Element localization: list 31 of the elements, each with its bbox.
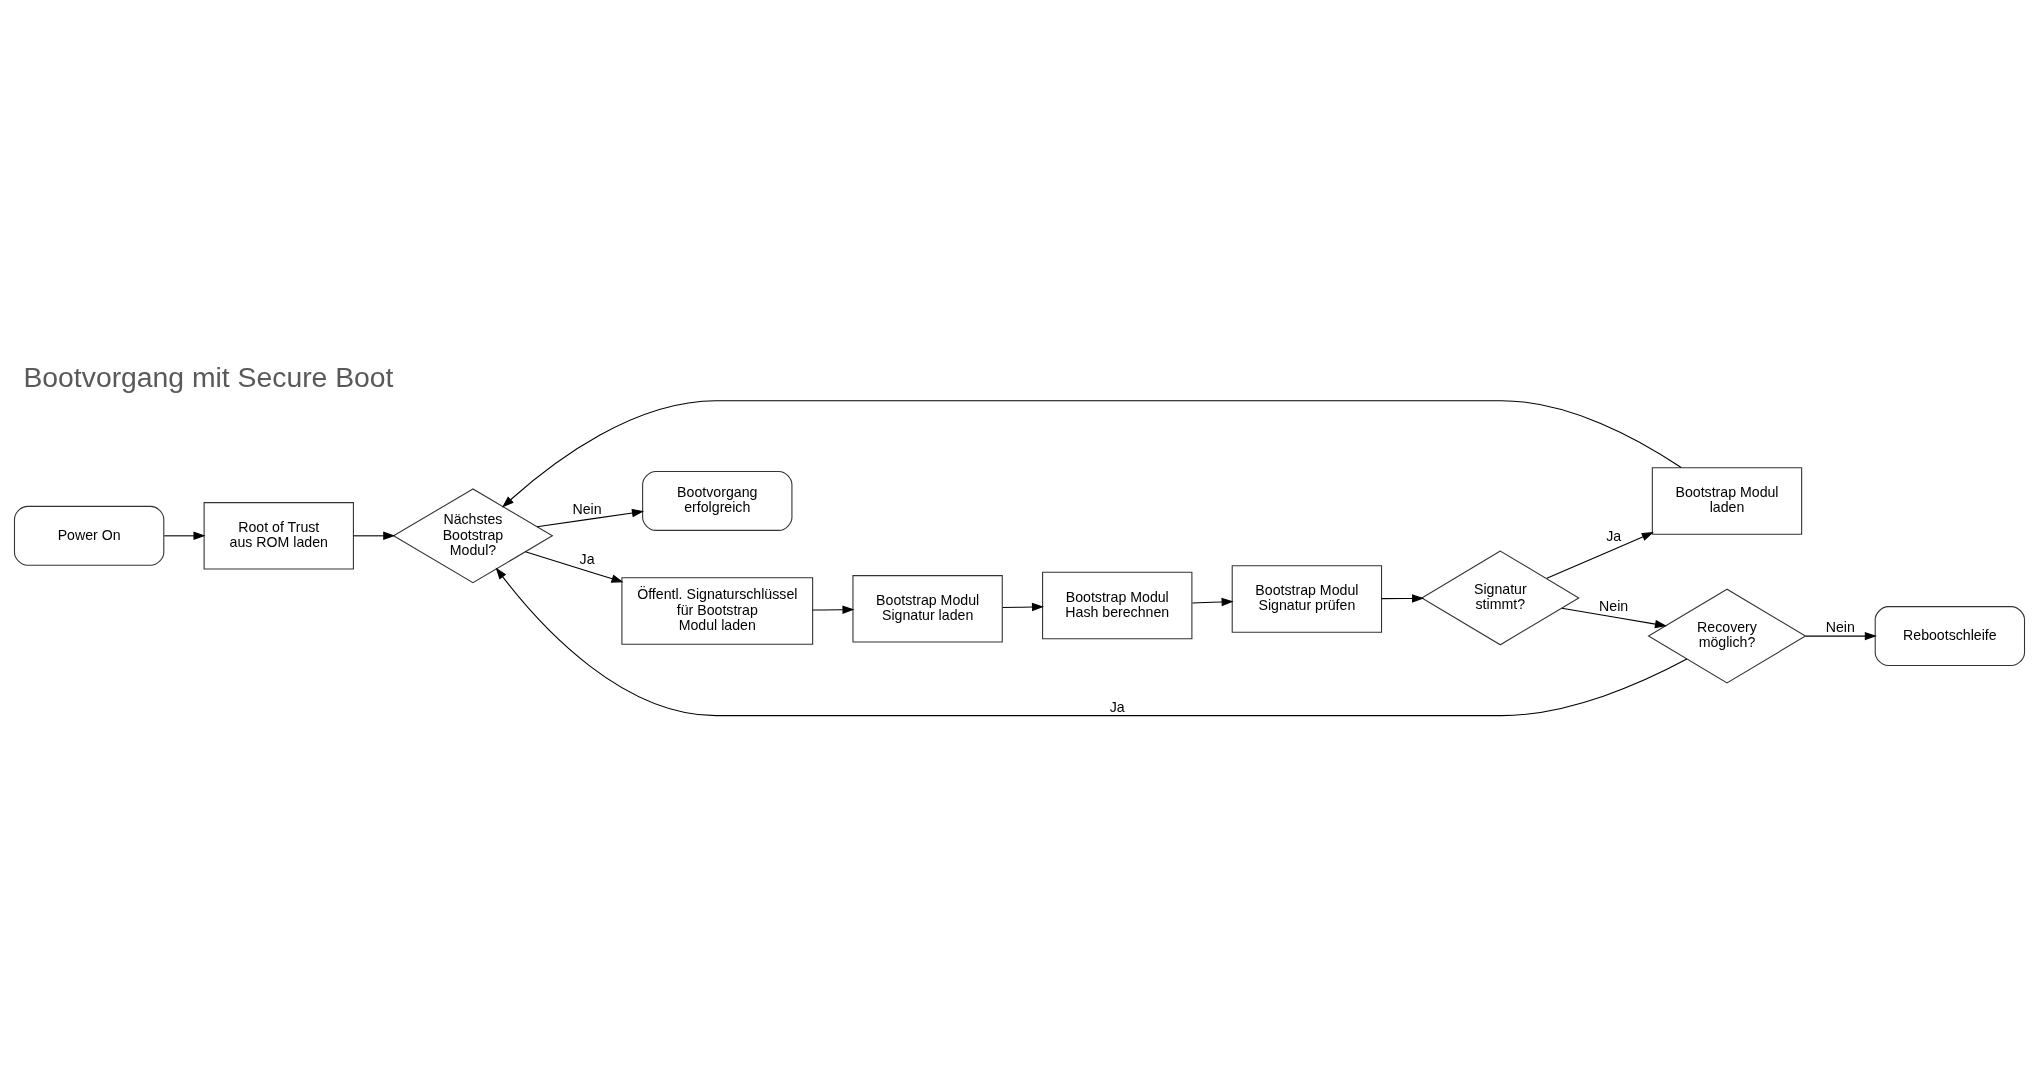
node-box: Power On	[13, 505, 164, 566]
node-box: Bootvorgang erfolgreich	[641, 470, 792, 531]
arrow	[495, 567, 1687, 716]
node-box: Root of Trust aus ROM laden	[203, 501, 354, 570]
arrow	[1560, 607, 1667, 628]
arrow	[524, 550, 623, 583]
arrow	[1545, 531, 1654, 579]
node-box: Bootstrap Modul Signatur prüfen	[1231, 564, 1382, 633]
arrow	[1001, 602, 1044, 611]
arrow	[536, 508, 644, 527]
edge-label: Nein	[571, 500, 602, 517]
edge-label: Ja	[1109, 698, 1125, 715]
arrow	[352, 531, 395, 540]
arrow	[1380, 593, 1424, 603]
node-box: Öffentl. Signaturschlüssel für Bootstrap Modul laden	[620, 576, 813, 645]
edge-label: Nein	[1825, 618, 1855, 635]
arrow	[163, 531, 205, 540]
edge-label: Ja	[579, 550, 595, 566]
arrow	[1804, 631, 1877, 640]
diagram-title: Bootvorgang mit Secure Boot	[22, 360, 393, 393]
arrow	[811, 605, 854, 614]
edge-label: Nein	[1598, 597, 1628, 614]
node-diamond: Signatur stimmt?	[1420, 549, 1580, 645]
node-box: Bootstrap Modul Signatur laden	[851, 574, 1003, 643]
node-diamond: Recovery möglich?	[1646, 588, 1807, 684]
node-box: Bootstrap Modul Hash berechnen	[1041, 571, 1192, 639]
node-box: Bootstrap Modul laden	[1651, 466, 1802, 535]
arrow	[1191, 597, 1234, 606]
edge-label: Ja	[1605, 527, 1621, 544]
node-box: Rebootschleife	[1874, 605, 2025, 666]
arrow	[501, 399, 1682, 508]
